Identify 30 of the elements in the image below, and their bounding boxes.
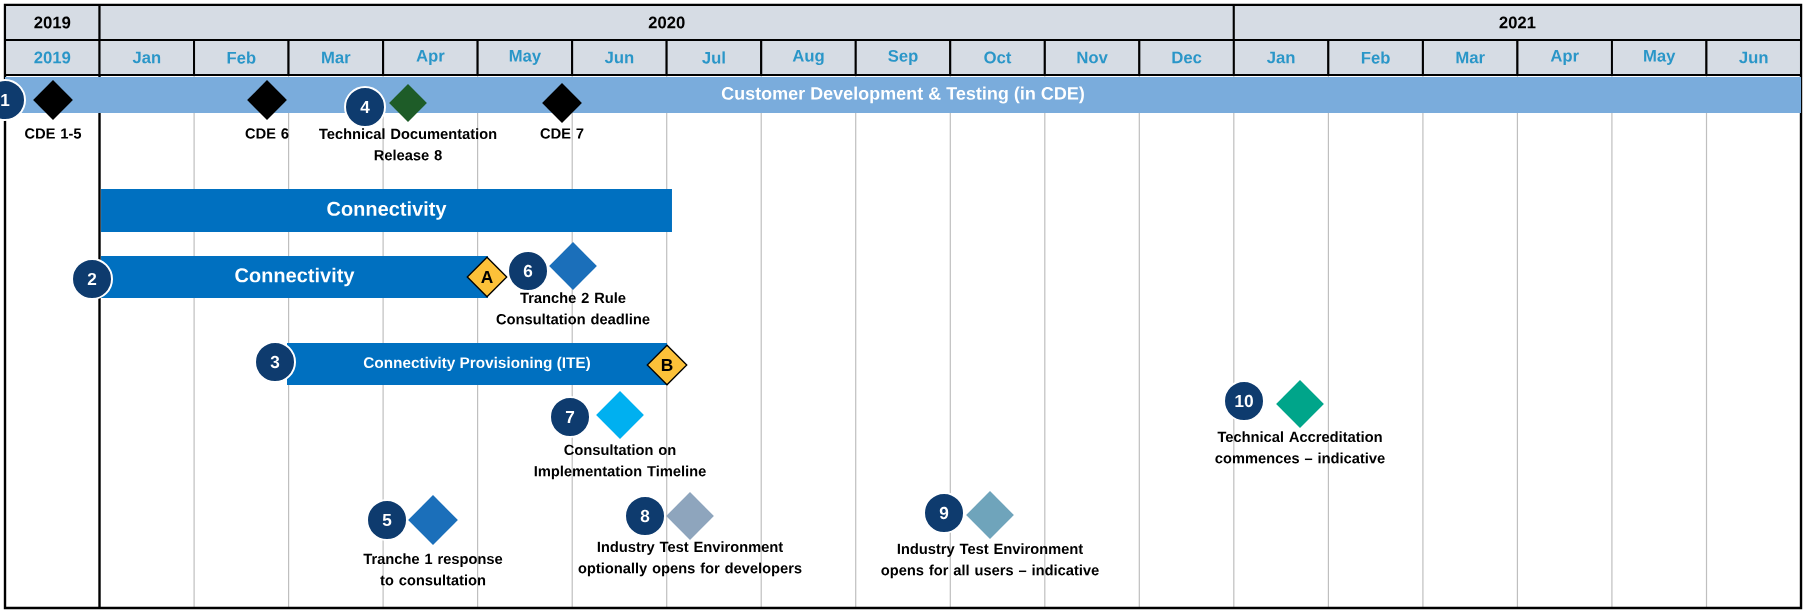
header-cell: Feb <box>193 39 290 76</box>
header-cell: 2019 <box>4 4 101 41</box>
timeline-bar: Connectivity <box>101 189 672 232</box>
header-cell: Apr <box>1516 39 1613 76</box>
header-cell: Jan <box>1232 39 1330 76</box>
header-cell: Dec <box>1138 39 1235 76</box>
milestone-caption: Consultation on Implementation Timeline <box>534 444 706 480</box>
header-cell: Aug <box>760 39 857 76</box>
header-cell: May <box>476 39 574 76</box>
header-cell: Feb <box>1327 39 1424 76</box>
header-cell: 2019 <box>4 39 101 76</box>
milestone-caption: CDE 6 <box>245 128 289 139</box>
milestone-caption: Technical Accreditation commences – indicative <box>1215 431 1385 464</box>
header-cell: Jun <box>571 39 668 76</box>
milestone-caption: Industry Test Environment opens for all users – indicative <box>881 543 1099 579</box>
milestone-caption: Tranche 1 response to consultation <box>363 553 503 586</box>
header-cell: Nov <box>1043 39 1141 76</box>
milestone-caption: CDE 1-5 <box>25 128 82 139</box>
milestone-caption: Industry Test Environment optionally opens for developers <box>578 541 802 577</box>
header-cell: Mar <box>287 39 385 76</box>
header-cell: Oct <box>949 39 1046 76</box>
header-cell: May <box>1610 39 1708 76</box>
header-cell: Mar <box>1421 39 1519 76</box>
header-cell: Jan <box>98 39 196 76</box>
header-cell: Sep <box>854 39 952 76</box>
milestone-caption: CDE 7 <box>540 128 584 139</box>
milestone-caption: Technical Documentation Release 8 <box>319 128 497 161</box>
header-cell: Jul <box>665 39 763 76</box>
header-cell: Apr <box>382 39 479 76</box>
header-cell: Jun <box>1705 39 1802 76</box>
